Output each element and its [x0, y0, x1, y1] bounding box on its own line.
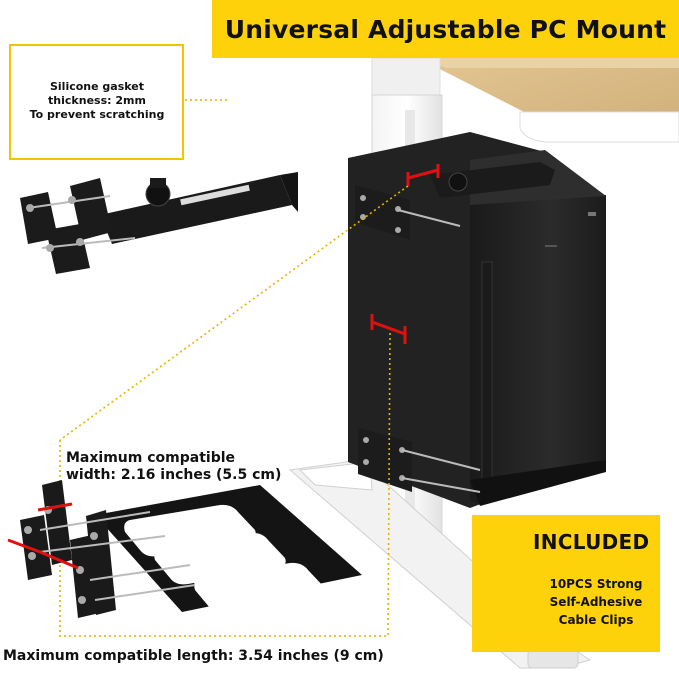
included-line-3: Cable Clips [558, 613, 634, 627]
included-panel [472, 515, 660, 652]
desk-top [418, 58, 679, 143]
bottom-bracket [358, 428, 481, 493]
included-line-2: Self-Adhesive [549, 595, 643, 609]
gasket-inset [9, 44, 184, 160]
page-title: Universal Adjustable PC Mount [224, 14, 667, 44]
bracket-detail-bottom [7, 480, 362, 618]
bracket-detail-top [20, 172, 298, 274]
max-length-label: Maximum compatible length: 3.54 inches (… [3, 648, 384, 664]
max-width-line-2: width: 2.16 inches (5.5 cm) [66, 467, 282, 483]
included-title: INCLUDED [533, 530, 650, 554]
gasket-line-2: thickness: 2mm [48, 94, 146, 107]
dotted-guides [59, 99, 409, 637]
width-measure-marks [370, 164, 440, 344]
gasket-line-1: Silicone gasket [49, 80, 144, 93]
max-width-line-1: Maximum compatible [66, 450, 236, 466]
included-description: 10PCS Strong Self-Adhesive Cable Clips [540, 575, 652, 629]
gasket-caption: Silicone gasket thickness: 2mm To preven… [12, 80, 182, 122]
gasket-line-3: To prevent scratching [29, 108, 165, 121]
top-bracket [355, 162, 555, 240]
included-line-1: 10PCS Strong [549, 577, 643, 591]
title-banner: Universal Adjustable PC Mount [212, 0, 679, 58]
max-width-label: Maximum compatible width: 2.16 inches (5… [66, 450, 281, 484]
